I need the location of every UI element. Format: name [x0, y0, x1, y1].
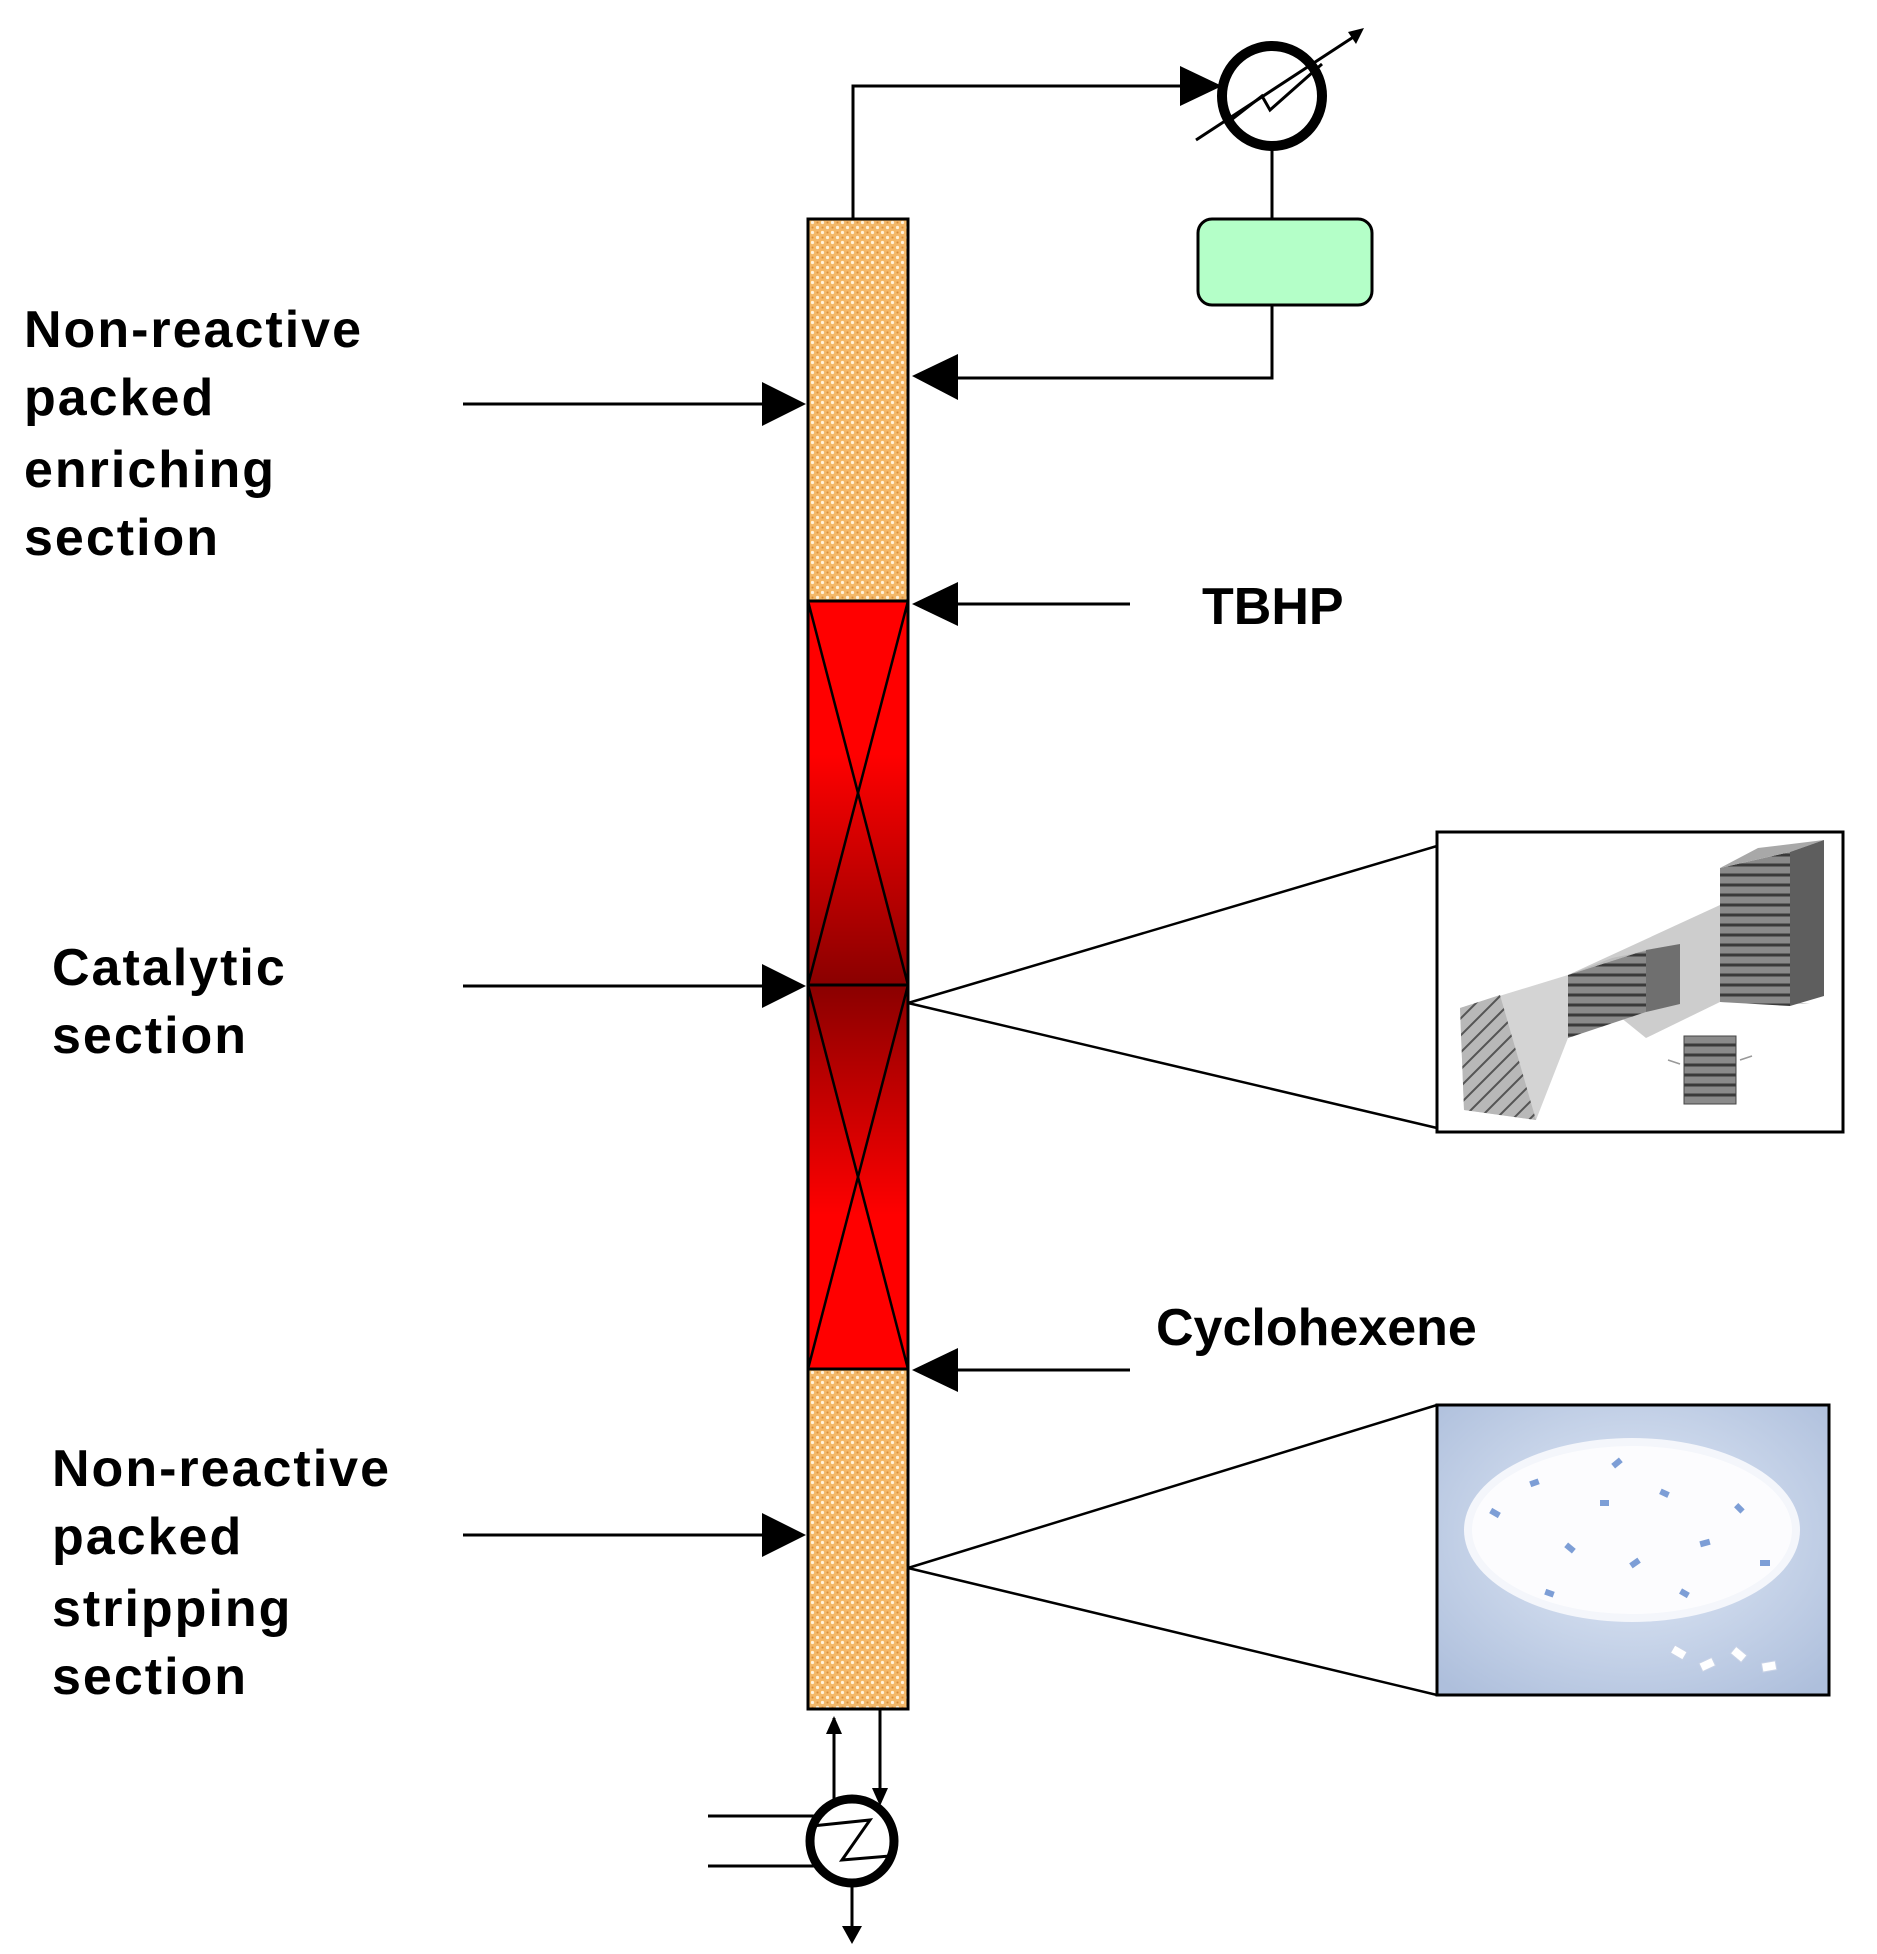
- structured-packing-image: [1435, 830, 1845, 1134]
- tbhp-arrowhead: [912, 582, 958, 626]
- label-line: stripping: [52, 1580, 292, 1638]
- reflux-line: [930, 305, 1274, 380]
- overhead-system: [851, 28, 1374, 400]
- enriching-pointer: [463, 382, 806, 426]
- label-line: Catalytic: [52, 939, 287, 997]
- tbhp-feed: [912, 582, 1130, 626]
- cyclohexene-feed: [912, 1348, 1130, 1392]
- tbhp-feed-label: TBHP: [1202, 578, 1344, 636]
- random-packing-image: [1435, 1403, 1831, 1697]
- label-line: packed: [24, 369, 215, 427]
- reflux-drum: [1196, 217, 1374, 307]
- label-line: enriching: [24, 441, 276, 499]
- stripping-pointer: [463, 1513, 806, 1557]
- stripping-packed-section: [806, 1367, 910, 1711]
- enriching-section-label: Non-reactive packed enriching section: [24, 301, 363, 567]
- enriching-packed-section: [806, 217, 910, 603]
- cyclohexene-arrowhead: [912, 1348, 958, 1392]
- catalytic-cross-line: [806, 600, 910, 986]
- catalytic-cross-line: [806, 984, 910, 1370]
- heat-exchanger-icon: [805, 1794, 899, 1888]
- label-line: section: [52, 1648, 248, 1706]
- reboiler-system: [708, 1709, 899, 1944]
- vapor-arrowhead: [1180, 66, 1222, 106]
- catalytic-pointer: [463, 964, 806, 1008]
- label-line: Non-reactive: [52, 1440, 391, 1498]
- stripping-section-label: Non-reactive packed stripping section: [52, 1440, 391, 1706]
- label-line: packed: [52, 1508, 243, 1566]
- catalytic-section-label: Catalytic section: [52, 939, 287, 1065]
- label-line: section: [24, 509, 220, 567]
- vapor-line: [851, 84, 1218, 219]
- cyclohexene-feed-label: Cyclohexene: [1156, 1299, 1477, 1357]
- label-line: section: [52, 1007, 248, 1065]
- structured-packing-callout: [907, 844, 1438, 1130]
- distillation-column: [806, 217, 910, 1711]
- reflux-arrowhead: [912, 354, 958, 400]
- label-line: Non-reactive: [24, 301, 363, 359]
- heat-exchanger-icon: [1195, 28, 1364, 151]
- random-packing-callout: [907, 1403, 1438, 1697]
